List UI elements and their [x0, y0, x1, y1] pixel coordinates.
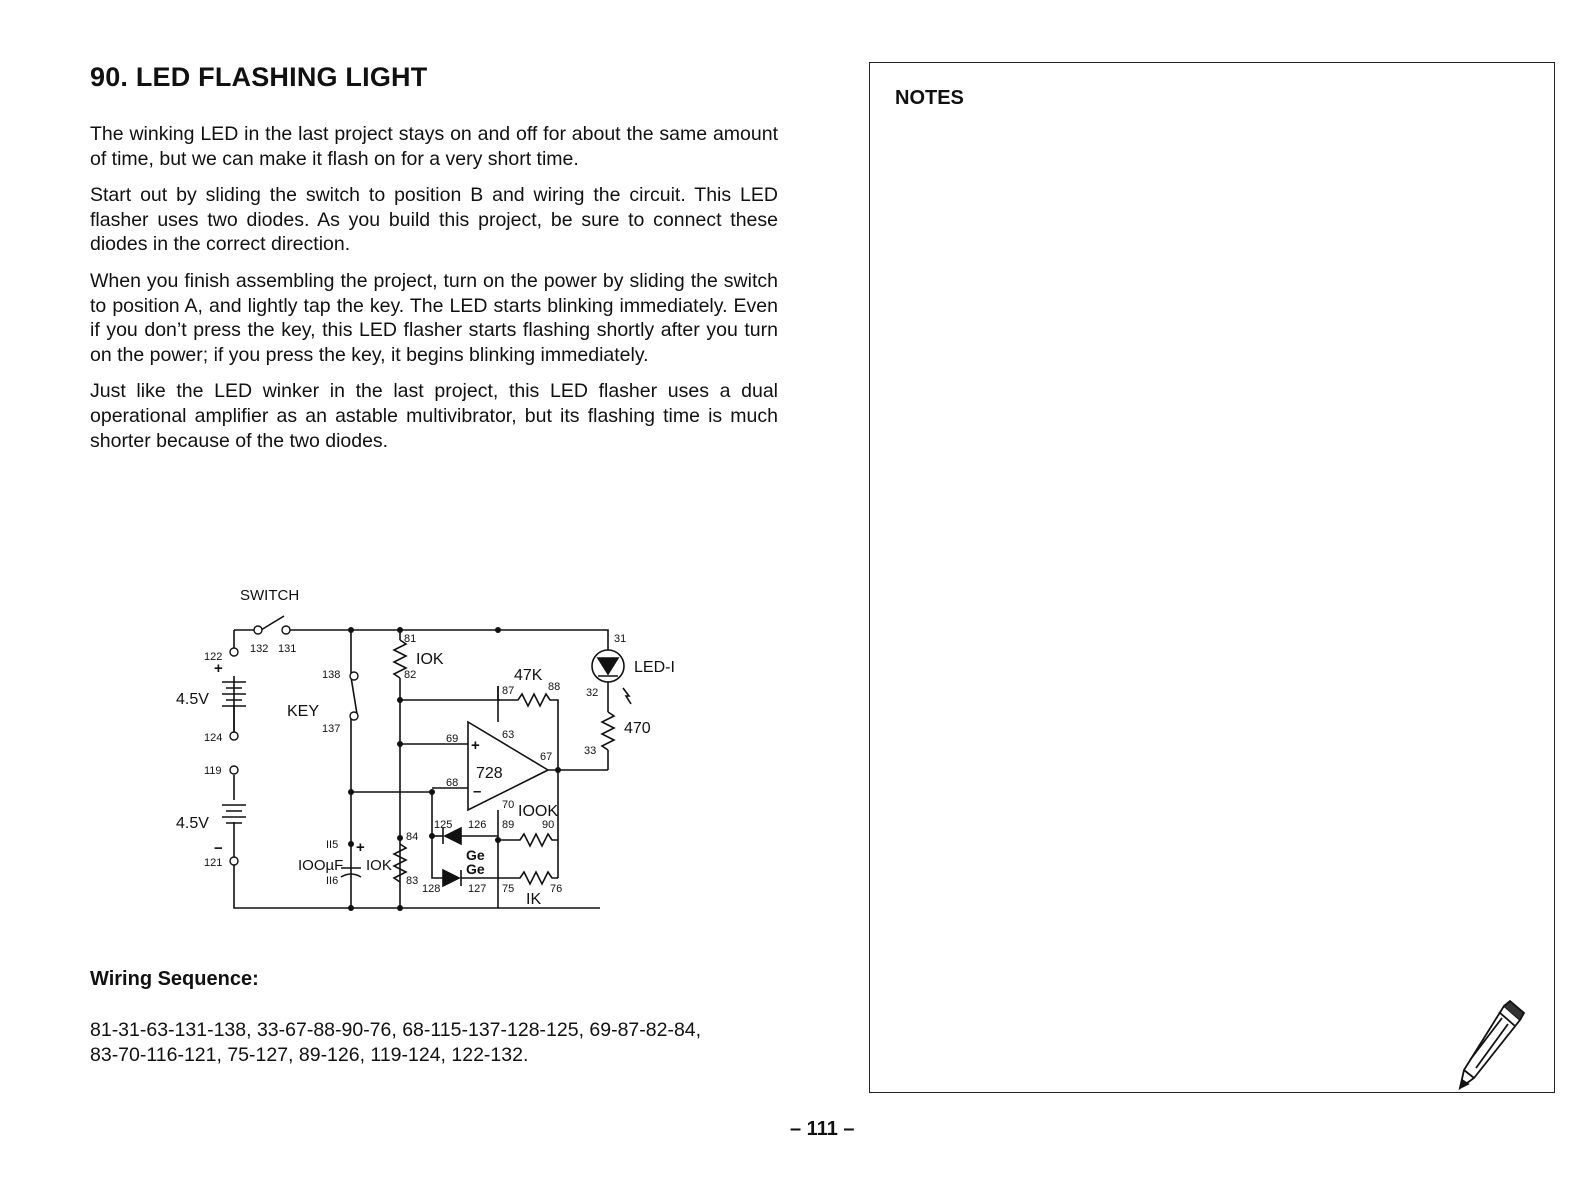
key-label: KEY	[287, 703, 319, 720]
terminal-number: 137	[322, 723, 340, 735]
terminal-number: 132	[250, 643, 268, 655]
terminal-number: 32	[586, 687, 598, 699]
page-title: 90. LED FLASHING LIGHT	[90, 62, 428, 92]
terminal-numbers: 122 132 131 124 119 121 138 137 81 82 87…	[204, 633, 626, 895]
opamp-minus: –	[473, 783, 481, 800]
opamp-plus: +	[471, 737, 480, 754]
terminal-number: 75	[502, 883, 514, 895]
terminal-number: 83	[406, 875, 418, 887]
battery-minus: −	[214, 840, 223, 857]
page-number: – 111 –	[790, 1118, 855, 1140]
switch-label: SWITCH	[240, 587, 299, 604]
resistor-47k-label: 47K	[514, 667, 543, 684]
battery-bottom-label: 4.5V	[176, 815, 209, 832]
resistor-100k-label: IOOK	[518, 803, 558, 820]
terminal-number: 69	[446, 733, 458, 745]
terminal-number: 126	[468, 819, 486, 831]
wiring-sequence-text: 81-31-63-131-138, 33-67-88-90-76, 68-115…	[90, 1018, 730, 1068]
terminal-number: 90	[542, 819, 554, 831]
diode1-label: Ge	[466, 847, 485, 863]
terminal-number: 128	[422, 883, 440, 895]
body-text: The winking LED in the last project stay…	[90, 122, 778, 465]
diode-symbols	[442, 657, 632, 888]
notes-box: NOTES	[869, 62, 1555, 1093]
resistor-470-label: 470	[624, 720, 651, 737]
led-label: LED-I	[634, 659, 675, 676]
circuit-schematic: SWITCH KEY 4.5V 4.5V + − IOK 47K IOOK IK…	[176, 587, 675, 911]
terminal-number: 119	[204, 765, 222, 777]
terminal-number: 31	[614, 633, 626, 645]
terminal-number: 138	[322, 669, 340, 681]
terminal-number: 87	[502, 685, 514, 697]
capacitor-label: IOOµF	[298, 857, 343, 874]
terminal-number: II5	[326, 839, 338, 851]
resistor-10k-bottom-label: IOK	[366, 857, 392, 874]
wiring-sequence-heading: Wiring Sequence:	[90, 968, 259, 990]
resistor-1k-label: IK	[526, 891, 541, 908]
terminal-number: 81	[404, 633, 416, 645]
terminal-number: 33	[584, 745, 596, 757]
terminal-number: 68	[446, 777, 458, 789]
pencil-icon	[1458, 999, 1526, 1091]
junction-dots	[348, 627, 561, 911]
schematic-wires	[222, 615, 625, 909]
terminal-number: 127	[468, 883, 486, 895]
terminal-number: II6	[326, 875, 338, 887]
opamp-label: 728	[476, 765, 503, 782]
terminal-number: 122	[204, 651, 222, 663]
terminal-number: 67	[540, 751, 552, 763]
terminal-number: 70	[502, 799, 514, 811]
terminal-number: 125	[434, 819, 452, 831]
diode2-label: Ge	[466, 861, 485, 877]
capacitor-plus: +	[356, 839, 365, 856]
terminal-number: 63	[502, 729, 514, 741]
terminal-number: 89	[502, 819, 514, 831]
terminal-number: 131	[278, 643, 296, 655]
wiring-line: 81-31-63-131-138, 33-67-88-90-76, 68-115…	[90, 1019, 702, 1041]
paragraph: When you finish assembling the project, …	[90, 269, 778, 366]
terminal-number: 82	[404, 669, 416, 681]
wiring-line: 83-70-116-121, 75-127, 89-126, 119-124, …	[90, 1044, 529, 1066]
terminal-number: 84	[406, 831, 418, 843]
battery-plus: +	[214, 660, 223, 677]
paragraph: Start out by sliding the switch to posit…	[90, 184, 778, 256]
terminal-number: 88	[548, 681, 560, 693]
terminal-number: 76	[550, 883, 562, 895]
terminal-number: 121	[204, 857, 222, 869]
paragraph: The winking LED in the last project stay…	[90, 123, 778, 170]
terminal-circles	[229, 625, 359, 866]
terminal-number: 124	[204, 732, 222, 744]
paragraph: Just like the LED winker in the last pro…	[90, 380, 778, 452]
notes-label: NOTES	[895, 87, 964, 109]
resistor-10k-top-label: IOK	[416, 651, 444, 668]
battery-top-label: 4.5V	[176, 691, 209, 708]
